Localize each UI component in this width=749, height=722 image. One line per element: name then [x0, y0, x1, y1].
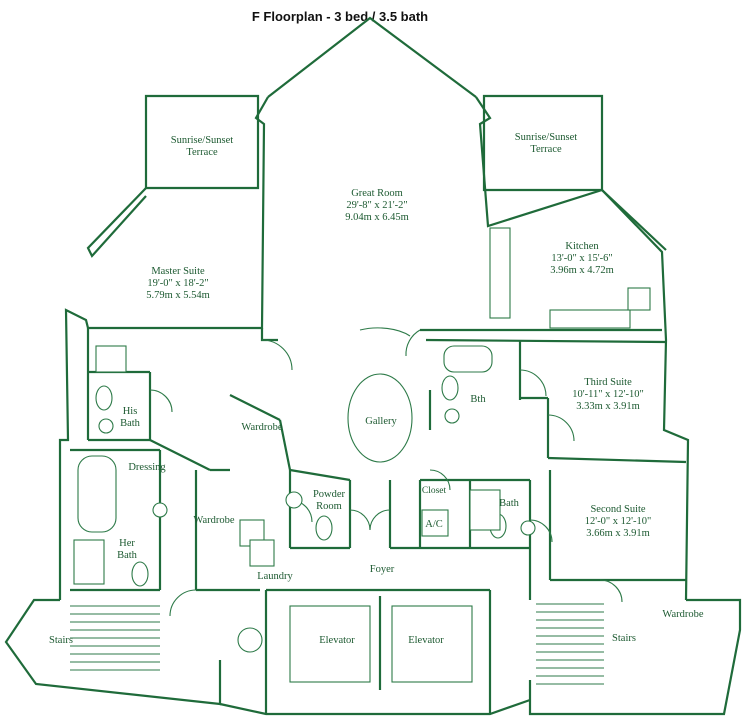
master-suite-dims-m: 5.79m x 5.54m: [146, 290, 210, 301]
third-suite-dims-m: 3.33m x 3.91m: [576, 401, 640, 412]
toilet-powder: [315, 515, 333, 541]
envelope-top: [267, 16, 477, 98]
toilet-his: [95, 385, 113, 411]
her-bath-label-1: Her: [119, 538, 135, 549]
elevator-right-label: Elevator: [408, 635, 444, 646]
terrace-right-label-2: Terrace: [530, 144, 562, 155]
terrace-left-label-2: Terrace: [186, 147, 218, 158]
ac-label: A/C: [425, 519, 443, 530]
kitchen-counter: [489, 227, 511, 319]
sink-his: [98, 418, 114, 434]
envelope-top-left: [86, 187, 147, 258]
great-room-name: Great Room: [351, 188, 403, 199]
stairs-right-treads: [536, 603, 604, 685]
laundry-tub: [237, 627, 263, 653]
sink-her: [152, 502, 168, 518]
laundry-label: Laundry: [257, 571, 293, 582]
gallery-label: Gallery: [365, 416, 397, 427]
wardrobe-master-label: Wardrobe: [241, 422, 282, 433]
bath-label: Bath: [499, 498, 520, 509]
gallery-oval: [347, 373, 413, 463]
master-suite-name: Master Suite: [151, 266, 205, 277]
outer-walls: [4, 16, 742, 716]
dressing-label: Dressing: [128, 462, 166, 473]
kitchen-island: [549, 309, 631, 329]
elevator-right-car: [391, 605, 473, 683]
stairs-left-treads: [70, 605, 160, 671]
stairs-right-label: Stairs: [612, 633, 636, 644]
kitchen-dims-m: 3.96m x 4.72m: [550, 265, 614, 276]
terrace-left-label-1: Sunrise/Sunset: [171, 135, 234, 146]
kitchen-name: Kitchen: [565, 241, 599, 252]
great-room-dims-ft: 29'-8" x 21'-2": [346, 200, 407, 211]
envelope-right: [475, 96, 690, 601]
second-suite-dims-m: 3.66m x 3.91m: [586, 528, 650, 539]
terrace-right-label-1: Sunrise/Sunset: [515, 132, 578, 143]
master-suite-dims-ft: 19'-0" x 18'-2": [147, 278, 208, 289]
terrace-right-walls: [482, 94, 604, 192]
room-labels: Sunrise/Sunset Terrace Sunrise/Sunset Te…: [49, 132, 704, 646]
shower-bath: [469, 489, 501, 531]
elevator-left-car: [289, 605, 371, 683]
tub-left: [77, 455, 117, 533]
page-title: F Floorplan - 3 bed / 3.5 bath: [251, 9, 429, 24]
third-suite-dims-ft: 10'-11" x 12'-10": [572, 389, 643, 400]
his-bath-label-2: Bath: [120, 418, 141, 429]
her-bath-label-2: Bath: [117, 550, 138, 561]
foyer-label: Foyer: [370, 564, 395, 575]
second-suite-name: Second Suite: [590, 504, 645, 515]
shower-her: [73, 539, 105, 585]
elevator-left-label: Elevator: [319, 635, 355, 646]
great-room-dims-m: 9.04m x 6.45m: [345, 212, 409, 223]
bth-label: Bth: [470, 394, 486, 405]
toilet-her: [131, 561, 149, 587]
stairs-left-walls: [4, 598, 222, 706]
ac-unit: [421, 509, 449, 537]
core-bottom: [219, 698, 531, 716]
wardrobe-second-label: Wardrobe: [662, 609, 703, 620]
envelope-right-diag: [601, 189, 667, 251]
wardrobe-dressing-label: Wardrobe: [193, 515, 234, 526]
his-bath-label-1: His: [123, 406, 138, 417]
dryer: [249, 539, 275, 567]
third-suite-name: Third Suite: [584, 377, 632, 388]
toilet-bth: [441, 375, 459, 401]
tub-third: [443, 345, 493, 373]
kitchen-dims-ft: 13'-0" x 15'-6": [551, 253, 612, 264]
envelope-left: [58, 96, 269, 600]
powder-room-label-2: Room: [316, 501, 342, 512]
sink-powder: [285, 491, 303, 509]
stairs-right-walls: [528, 598, 742, 716]
fixtures: [73, 227, 651, 683]
terrace-left-walls: [144, 94, 260, 190]
sink-bath: [520, 520, 536, 536]
second-suite-dims-ft: 12'-0" x 12'-10": [585, 516, 652, 527]
closet-label: Closet: [422, 486, 447, 496]
kitchen-sink: [627, 287, 651, 311]
powder-room-label-1: Powder: [313, 489, 346, 500]
stairs-left-label: Stairs: [49, 635, 73, 646]
door-swings: [149, 327, 623, 617]
shower-his: [95, 345, 127, 373]
sink-bth: [444, 408, 460, 424]
